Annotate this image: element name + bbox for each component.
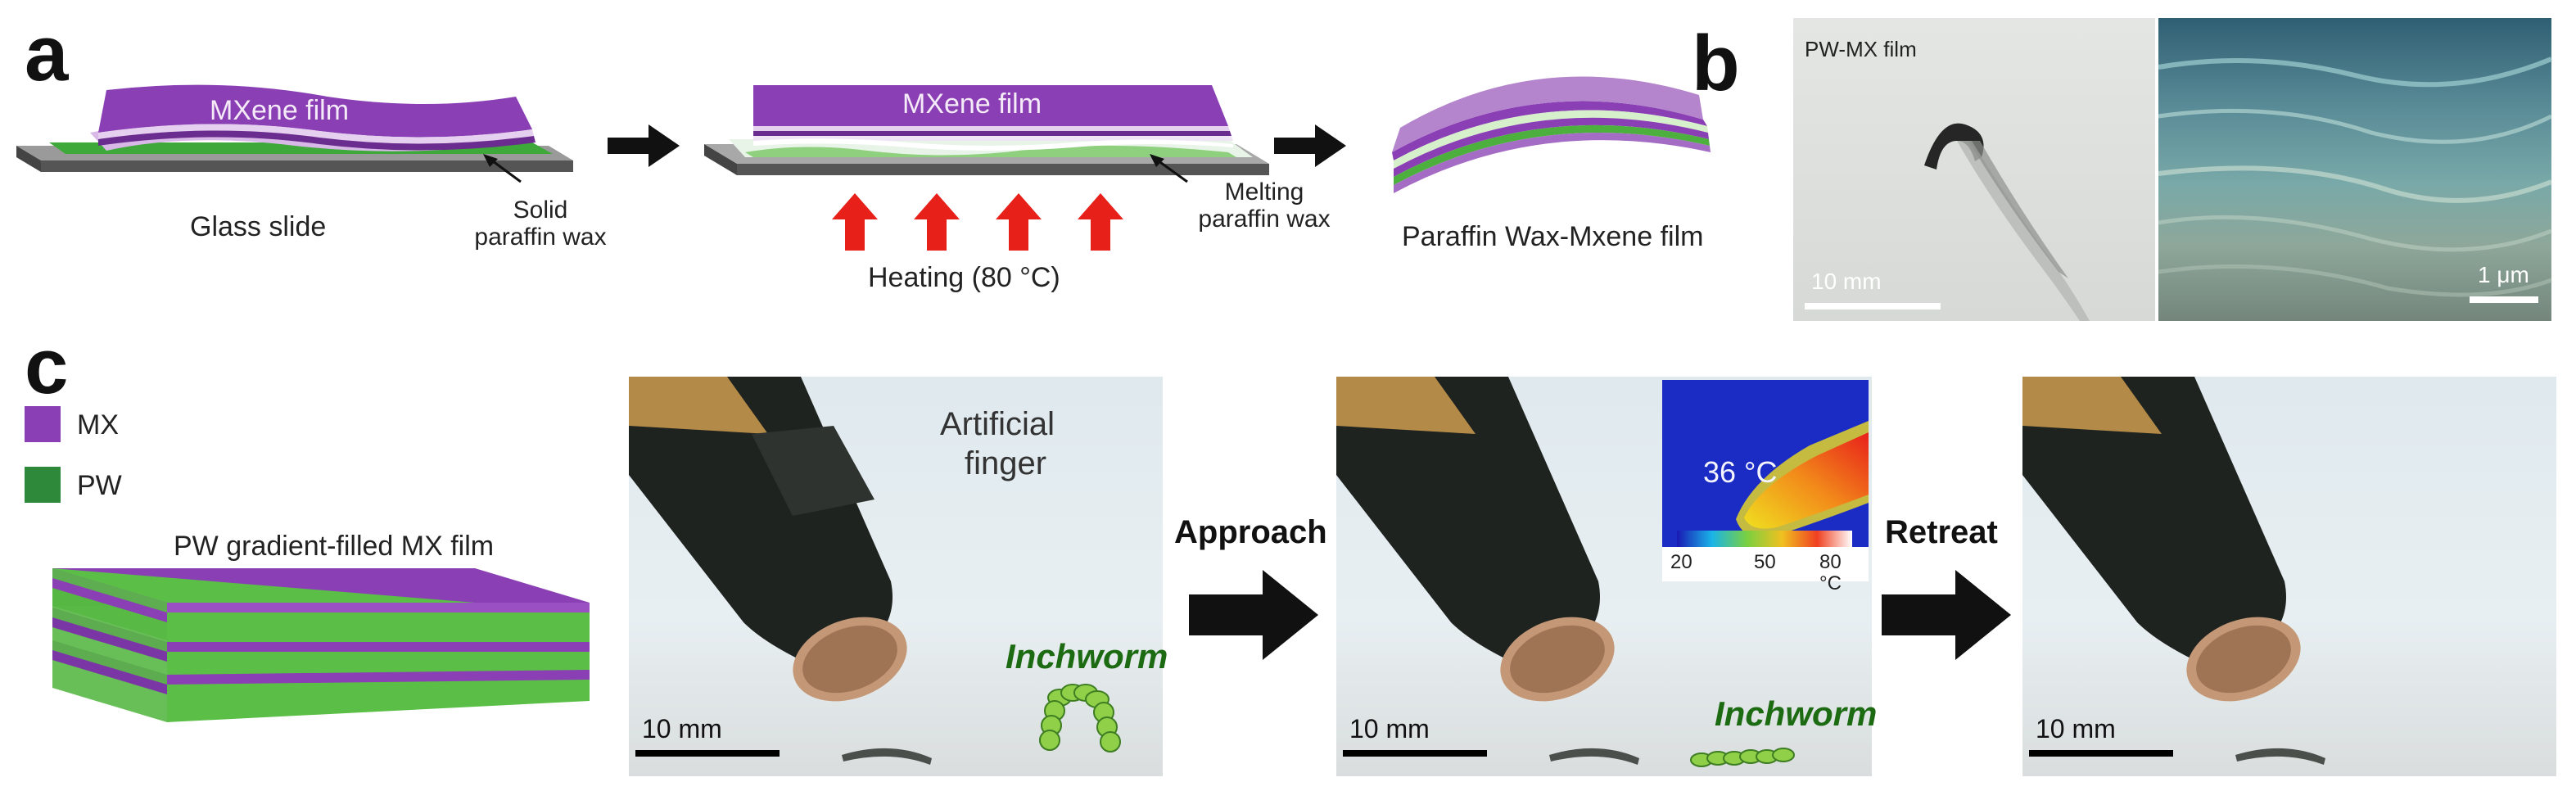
approach-label: Approach <box>1174 514 1327 550</box>
pw-mx-film-photo: PW-MX film 10 mm <box>1793 18 2155 321</box>
pw-mx-film-photo-drawing <box>1924 123 2090 321</box>
melting-wax-label-line1: Melting <box>1224 179 1304 206</box>
paraffin-wax-mxene-film-illustration <box>1392 76 1711 193</box>
thermal-image-drawing <box>1662 380 1869 538</box>
legend-pw-swatch <box>25 467 61 503</box>
frame1-inchworm-label: Inchworm <box>1006 637 1168 676</box>
heating-label: Heating (80 °C) <box>868 262 1060 293</box>
pw-mx-film-label: PW-MX film <box>1805 37 1917 61</box>
step1-mxene-film-label: MXene film <box>210 95 350 126</box>
photo-scale-label: 10 mm <box>1811 269 1882 294</box>
frame3-scale-bar <box>2029 750 2173 757</box>
frame3-scale-label: 10 mm <box>2036 714 2116 743</box>
panel-c-letter: c <box>25 323 69 410</box>
legend-mx-swatch <box>25 406 61 442</box>
sem-layers-drawing <box>2158 56 2553 297</box>
frame3-finger-drawing <box>2022 377 2325 765</box>
solid-wax-pointer-icon <box>483 154 522 183</box>
sem-scale-label: 1 μm <box>2478 262 2529 287</box>
colorbar-tick-20: 20 <box>1670 551 1692 573</box>
frame2-scale-bar <box>1343 750 1487 757</box>
artificial-finger-label-line1: Artificial <box>940 406 1055 442</box>
legend-pw-label: PW <box>77 470 122 501</box>
retreat-arrow-icon <box>1882 570 2011 660</box>
step2-film-stack-illustration <box>704 85 1269 175</box>
thermal-colorbar-tick-area <box>1662 547 1869 581</box>
photo-scale-bar <box>1805 303 1941 310</box>
frame1-scale-label: 10 mm <box>642 714 722 743</box>
step1-film-stack-illustration <box>16 84 573 172</box>
colorbar-tick-80: 80 °C <box>1819 551 1842 595</box>
frame2-scale-label: 10 mm <box>1349 714 1430 743</box>
process-arrow-1-icon <box>608 124 680 167</box>
artificial-finger-label-line2: finger <box>965 445 1047 481</box>
melting-wax-label: Melting paraffin wax <box>1182 179 1346 233</box>
thermal-temp-label: 36 °C <box>1703 455 1778 489</box>
sem-cross-section-image: 1 μm <box>2158 18 2553 321</box>
melting-wax-pointer-icon <box>1150 154 1188 183</box>
frame1-finger-drawing <box>629 377 1121 765</box>
gradient-filled-film-block-illustration <box>52 568 590 722</box>
paraffin-wax-mxene-film-label: Paraffin Wax-Mxene film <box>1402 221 1704 252</box>
panel-b-letter: b <box>1692 20 1740 107</box>
frame2-inchworm-label: Inchworm <box>1715 694 1878 733</box>
step2-mxene-film-label: MXene film <box>902 88 1042 120</box>
frame1-approach-before-photo: Artificial finger Inchworm 10 mm <box>629 377 1168 776</box>
retreat-label: Retreat <box>1885 514 1998 550</box>
frame3-retreat-photo: 10 mm <box>2022 377 2556 776</box>
sem-scale-bar <box>2470 296 2538 303</box>
thermal-image-inset: 36 °C 20 50 80 °C <box>1662 380 1869 594</box>
solid-wax-label-line1: Solid <box>513 197 568 224</box>
step1-glass-slide-label: Glass slide <box>190 211 327 242</box>
heating-arrows-icon <box>832 193 1123 251</box>
frame1-scale-bar <box>635 750 780 757</box>
colorbar-tick-50: 50 <box>1754 551 1776 573</box>
thermal-colorbar <box>1677 531 1852 547</box>
approach-arrow-icon <box>1189 570 1318 660</box>
solid-wax-label: Solid paraffin wax <box>459 197 622 251</box>
legend-mx-label: MX <box>77 409 119 441</box>
solid-wax-label-line2: paraffin wax <box>474 224 607 251</box>
melting-wax-label-line2: paraffin wax <box>1198 206 1331 233</box>
process-arrow-2-icon <box>1274 124 1346 167</box>
panel-a-letter: a <box>25 10 69 97</box>
gradient-film-title: PW gradient-filled MX film <box>174 531 495 562</box>
frame2-finger-drawing <box>1336 377 1795 767</box>
